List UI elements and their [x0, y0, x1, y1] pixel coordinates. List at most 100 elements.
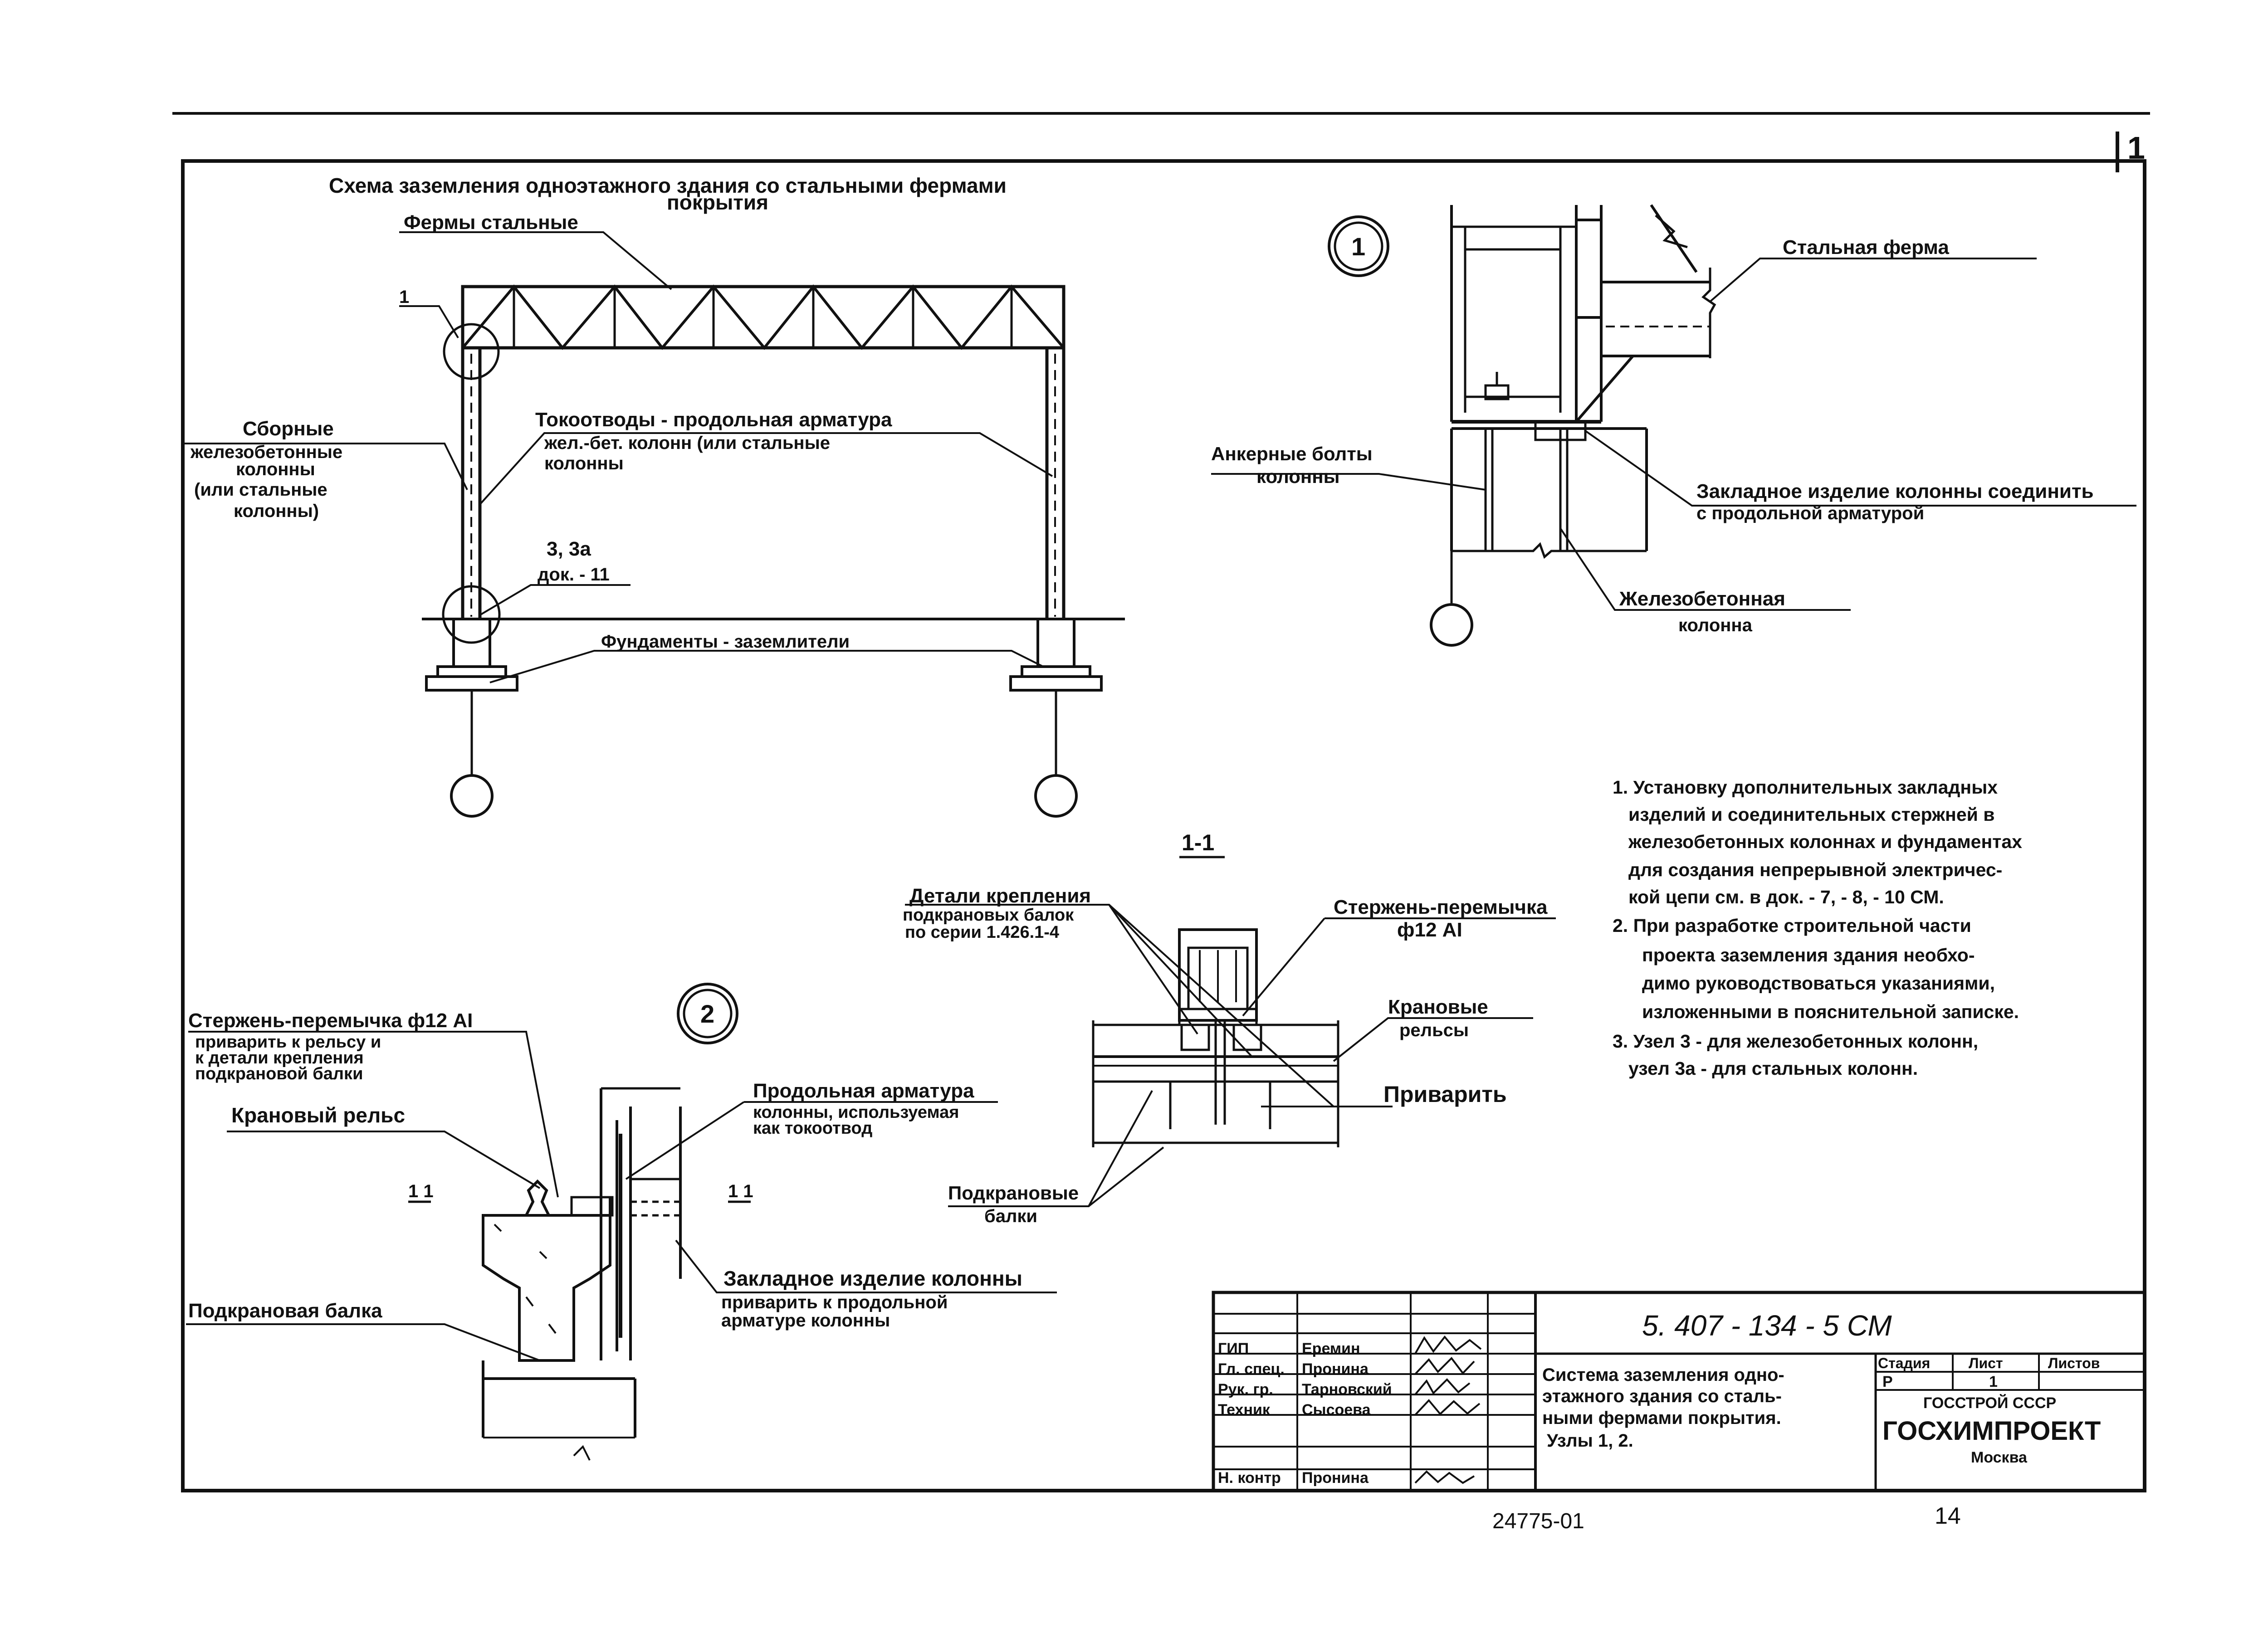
ground-and-foundations	[422, 323, 1125, 818]
section-label-rod-2: ф12 АI	[1397, 919, 1462, 941]
node-1-label-embed-2: с продольной арматурой	[1696, 503, 1924, 523]
section-label-beams-1: Подкрановые	[948, 1182, 1079, 1204]
name-3: Тарновский	[1302, 1381, 1392, 1398]
label-conductors-1: Токоотводы - продольная арматура	[535, 409, 892, 431]
node-2-label-arm-3: как токоотвод	[753, 1119, 872, 1138]
label-conductors-2: жел.-бет. колонн (или стальные	[544, 433, 830, 453]
inventory-number: 24775-01	[1492, 1509, 1584, 1533]
org-line-1: ГОССТРОЙ СССР	[1923, 1394, 2056, 1412]
section-label-details-3: по серии 1.426.1-4	[905, 923, 1059, 942]
node-1-label-rc-2: колонна	[1678, 615, 1753, 635]
label-columns-5: колонны)	[234, 501, 319, 521]
node-2-label-embed-1: Закладное изделие колонны	[723, 1267, 1022, 1290]
node-1-label-bolts-1: Анкерные болты	[1211, 443, 1373, 464]
frame: 1	[172, 112, 2150, 1492]
desc-line-2: этажного здания со сталь-	[1542, 1386, 1782, 1406]
columns	[461, 348, 1066, 619]
label-conductors-3: колонны	[544, 453, 624, 473]
node-2-label-rod-4: подкрановой балки	[195, 1064, 363, 1083]
role-technician: Техник	[1218, 1401, 1271, 1419]
node-2-section-mark-left: 1 1	[408, 1181, 434, 1201]
node-1-label-bolts-2: колонны	[1256, 466, 1339, 487]
name-1: Еремин	[1302, 1340, 1360, 1357]
section-label-weld: Приварить	[1383, 1082, 1507, 1107]
section-title: 1-1	[1182, 830, 1214, 855]
main-title-line2: покрытия	[667, 190, 768, 214]
role-norm-control: Н. контр	[1218, 1469, 1281, 1487]
page-number: 14	[1935, 1503, 1961, 1529]
note-line-11: узел 3а - для стальных колонн.	[1628, 1058, 1918, 1079]
name-2: Пронина	[1302, 1360, 1369, 1378]
label-columns-3: колонны	[236, 459, 315, 479]
label-node-3-line2: док. - 11	[538, 565, 610, 585]
org-line-2: ГОСХИМПРОЕКТ	[1882, 1416, 2101, 1446]
label-node-3-line1: 3, 3а	[547, 538, 591, 560]
title-block-code: 5. 407 - 134 - 5 СМ	[1642, 1309, 1892, 1342]
note-line-9: изложенными в пояснительной записке.	[1642, 1001, 2019, 1022]
note-line-2: изделий и соединительных стержней в	[1628, 804, 1994, 825]
role-group-lead: Рук. гр.	[1218, 1381, 1273, 1398]
label-foundations: Фундаменты - заземлители	[601, 632, 850, 652]
section-label-details-1: Детали крепления	[909, 885, 1091, 907]
main-leaders	[181, 231, 1053, 683]
desc-line-3: ными фермами покрытия.	[1542, 1408, 1781, 1428]
title-block: 5. 407 - 134 - 5 СМ ГИП Гл. спец. Рук. г…	[1212, 1291, 2146, 1492]
label-columns-1: Сборные	[243, 418, 334, 440]
node-2-label-embed-2: приварить к продольной	[721, 1292, 948, 1312]
section-label-rod-1: Стержень-перемычка	[1334, 896, 1548, 918]
node-2-label-arm-1: Продольная арматура	[753, 1080, 974, 1102]
steel-truss	[461, 284, 1066, 350]
section-label-beams-2: балки	[984, 1206, 1037, 1226]
node-2-label-beam: Подкрановая балка	[188, 1300, 382, 1322]
node-1-detail: 1	[1211, 204, 2136, 647]
note-line-5: кой цепи см. в док. - 7, - 8, - 10 СМ.	[1628, 887, 1944, 907]
stage-value: Р	[1882, 1373, 1893, 1390]
main-title-line1: Схема заземления одноэтажного здания со …	[329, 174, 1007, 197]
signatures	[1414, 1335, 1482, 1484]
node-2-number: 2	[700, 999, 714, 1028]
note-line-7: проекта заземления здания необхо-	[1642, 945, 1975, 965]
sheets-header: Листов	[2048, 1355, 2100, 1371]
note-line-8: димо руководствоваться указаниями,	[1642, 973, 1995, 994]
desc-line-4: Узлы 1, 2.	[1547, 1431, 1633, 1451]
node-2-label-rod-2: приварить к рельсу и	[195, 1033, 381, 1052]
node-1-label-truss: Стальная ферма	[1783, 236, 1949, 258]
node-2-label-embed-3: арматуре колонны	[721, 1311, 890, 1331]
node-2-detail: 2 1 1 1 1	[186, 983, 1057, 1461]
node-2-label-rail: Крановый рельс	[231, 1103, 405, 1127]
sheet-value: 1	[1989, 1373, 1998, 1390]
sheet-number: 1	[2127, 130, 2145, 166]
role-gip: ГИП	[1218, 1340, 1249, 1357]
note-line-4: для создания непрерывной электричес-	[1628, 859, 2002, 880]
name-5: Пронина	[1302, 1469, 1369, 1487]
node-1-label-embed-1: Закладное изделие колонны соединить	[1696, 480, 2094, 502]
node-1-number: 1	[1351, 232, 1365, 261]
role-chief-spec: Гл. спец.	[1218, 1360, 1285, 1378]
note-line-6: 2. При разработке строительной части	[1613, 915, 1971, 936]
name-4: Сысоева	[1302, 1401, 1371, 1419]
node-1-label-rc-1: Железобетонная	[1619, 588, 1785, 610]
label-node-1: 1	[399, 287, 409, 307]
node-2-section-mark-right: 1 1	[728, 1181, 753, 1201]
section-1-1: 1-1 Детали крепления подкрановых	[903, 830, 1556, 1226]
sheet-header: Лист	[1969, 1355, 2003, 1371]
main-scheme: Схема заземления одноэтажного здания со …	[181, 174, 1125, 818]
section-label-details-2: подкрановых балок	[903, 906, 1074, 925]
footer: 24775-01 14	[1492, 1503, 1961, 1533]
node-2-label-rod-1: Стержень-перемычка ф12 АI	[188, 1009, 473, 1032]
label-columns-4: (или стальные	[194, 480, 327, 500]
node-2-label-arm-2: колонны, используемая	[753, 1103, 959, 1122]
note-line-10: 3. Узел 3 - для железобетонных колонн,	[1613, 1031, 1978, 1052]
note-line-1: 1. Установку дополнительных закладных	[1613, 777, 1998, 798]
org-line-3: Москва	[1971, 1449, 2028, 1466]
section-label-rails-1: Крановые	[1388, 996, 1488, 1018]
notes: 1. Установку дополнительных закладных из…	[1613, 777, 2022, 1079]
node-2-label-rod-3: к детали крепления	[195, 1048, 364, 1068]
section-label-rails-2: рельсы	[1399, 1020, 1469, 1040]
stage-header: Стадия	[1878, 1355, 1930, 1371]
label-steel-trusses: Фермы стальные	[404, 211, 578, 234]
label-columns-2: железобетонные	[190, 442, 342, 462]
desc-line-1: Система заземления одно-	[1542, 1365, 1784, 1385]
